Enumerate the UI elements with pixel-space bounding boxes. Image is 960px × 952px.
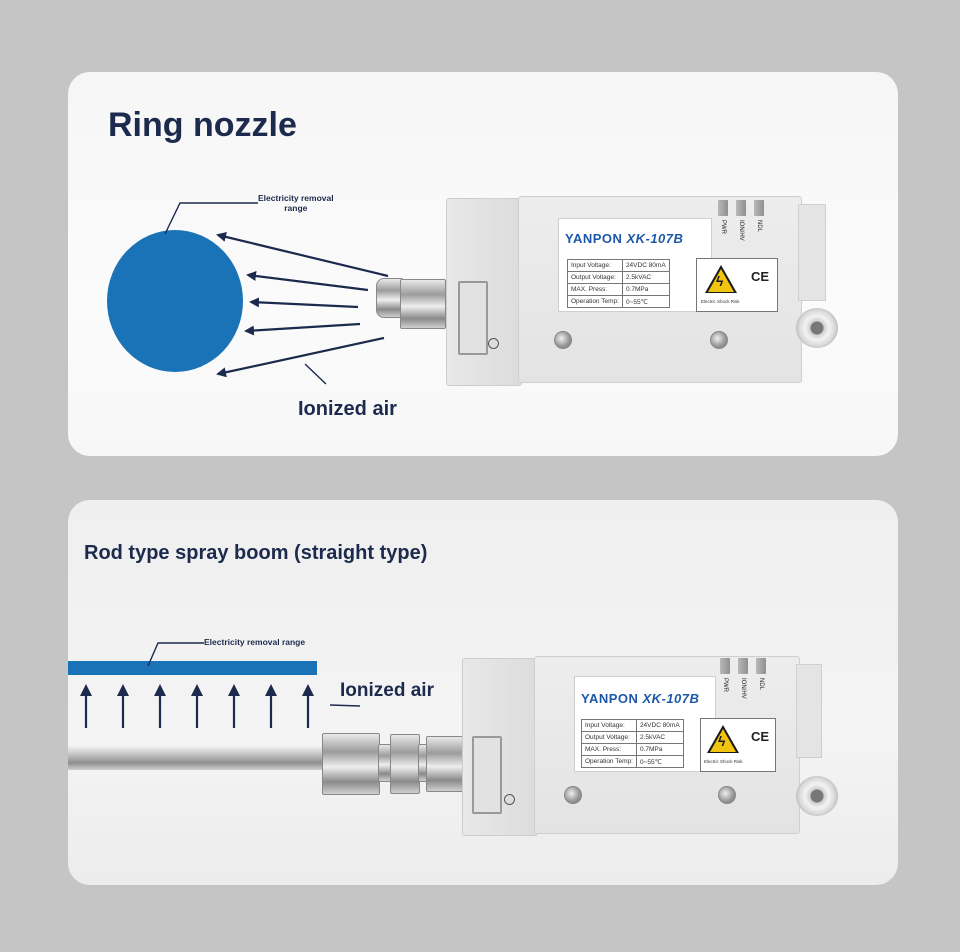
air-inlet-fitting-icon xyxy=(796,308,838,348)
spec-value-cell: 0~55℃ xyxy=(635,755,684,768)
rod-nut-1 xyxy=(322,733,380,795)
warning-text: Electric Shock Risk xyxy=(704,759,743,764)
spray-boom-rod xyxy=(68,746,328,770)
lightning-bolt-icon: ϟ xyxy=(716,273,724,289)
ndl-indicator-icon xyxy=(754,200,764,216)
ground-clip xyxy=(458,281,488,355)
spec-value-cell: 24VDC 80mA xyxy=(635,719,684,732)
spec-table: Input Voltage:24VDC 80mA Output Voltage:… xyxy=(567,259,670,308)
callout-line-2: range xyxy=(284,203,308,213)
ndl-indicator-icon xyxy=(756,658,766,674)
rod-nut-2 xyxy=(390,734,420,794)
spec-label-cell: Input Voltage: xyxy=(581,719,637,732)
removal-range-circle xyxy=(107,230,243,372)
panel-title: Rod type spray boom (straight type) xyxy=(84,542,428,564)
spec-row: Input Voltage:24VDC 80mA xyxy=(581,719,684,732)
spec-label-cell: Output Voltage: xyxy=(581,731,637,744)
indicator-label-ndl: NDL xyxy=(758,678,764,691)
warning-triangle-fill xyxy=(708,269,734,292)
ion-hv-indicator-icon xyxy=(738,658,748,674)
spec-row: MAX. Press:0.7MPa xyxy=(567,283,670,296)
mounting-screw-icon xyxy=(564,786,582,804)
indicator-label-ion-hv: ION/HV xyxy=(738,220,744,241)
spec-value-cell: 2.5kVAC xyxy=(635,731,684,744)
spec-row: Operation Temp:0~55℃ xyxy=(581,755,684,768)
warning-text: Electric Shock Risk xyxy=(701,299,740,304)
ionized-air-label: Ionized air xyxy=(340,680,434,701)
ring-nozzle-tip xyxy=(376,278,404,318)
indicator-label-pwr: PWR xyxy=(720,220,726,234)
spec-row: Input Voltage:24VDC 80mA xyxy=(567,259,670,272)
warning-triangle-fill xyxy=(710,729,736,752)
pwr-indicator-icon xyxy=(720,658,730,674)
ce-mark: CE xyxy=(751,729,770,744)
spec-label-cell: Input Voltage: xyxy=(567,259,623,272)
pwr-indicator-icon xyxy=(718,200,728,216)
spec-label-cell: MAX. Press: xyxy=(581,743,637,756)
mounting-screw-icon xyxy=(718,786,736,804)
indicator-label-pwr: PWR xyxy=(722,678,728,692)
indicator-label-ion-hv: ION/HV xyxy=(740,678,746,699)
spec-label-cell: Operation Temp: xyxy=(581,755,637,768)
ion-hv-indicator-icon xyxy=(736,200,746,216)
model-name: XK-107B xyxy=(626,231,684,246)
ce-mark: CE xyxy=(751,269,770,284)
mounting-screw-icon xyxy=(554,331,572,349)
removal-range-callout: Electricity removal range xyxy=(258,193,334,213)
ground-symbol-icon xyxy=(504,794,515,805)
warning-panel: ϟ CE Electric Shock Risk xyxy=(696,258,778,312)
lightning-bolt-icon: ϟ xyxy=(718,733,726,749)
spec-row: Output Voltage:2.5kVAC xyxy=(567,271,670,284)
panel-title: Ring nozzle xyxy=(108,106,297,144)
ground-clip xyxy=(472,736,502,814)
brand-name: YANPON xyxy=(565,231,623,246)
airflow-arrows xyxy=(80,642,361,728)
spec-value-cell: 0.7MPa xyxy=(621,283,670,296)
spec-value-cell: 2.5kVAC xyxy=(621,271,670,284)
spec-value-cell: 0~55℃ xyxy=(621,295,670,308)
spec-row: MAX. Press:0.7MPa xyxy=(581,743,684,756)
airflow-arrows xyxy=(164,202,389,385)
spec-value-cell: 24VDC 80mA xyxy=(621,259,670,272)
removal-range-bar xyxy=(68,661,317,675)
side-connector xyxy=(798,204,826,301)
spec-label-cell: Output Voltage: xyxy=(567,271,623,284)
callout-line-1: Electricity removal xyxy=(258,193,334,203)
ground-symbol-icon xyxy=(488,338,499,349)
mounting-screw-icon xyxy=(710,331,728,349)
removal-range-callout: Electricity removal range xyxy=(204,637,306,647)
nozzle-fitting xyxy=(400,279,446,329)
spec-label-cell: MAX. Press: xyxy=(567,283,623,296)
rod-spray-boom-panel: Rod type spray boom (straight type) Elec… xyxy=(68,500,898,885)
side-connector xyxy=(796,664,822,758)
rod-nut-3 xyxy=(426,736,464,792)
spec-row: Output Voltage:2.5kVAC xyxy=(581,731,684,744)
model-name: XK-107B xyxy=(642,691,700,706)
indicator-label-ndl: NDL xyxy=(756,220,762,233)
air-inlet-fitting-icon xyxy=(796,776,838,816)
spec-table: Input Voltage:24VDC 80mA Output Voltage:… xyxy=(581,719,684,768)
spec-value-cell: 0.7MPa xyxy=(635,743,684,756)
spec-label-cell: Operation Temp: xyxy=(567,295,623,308)
ionized-air-label: Ionized air xyxy=(298,398,397,420)
spec-row: Operation Temp:0~55℃ xyxy=(567,295,670,308)
ring-nozzle-panel: Ring nozzle Electricity removal range Io… xyxy=(68,72,898,456)
warning-panel: ϟ CE Electric Shock Risk xyxy=(700,718,776,772)
brand-name: YANPON xyxy=(581,691,639,706)
